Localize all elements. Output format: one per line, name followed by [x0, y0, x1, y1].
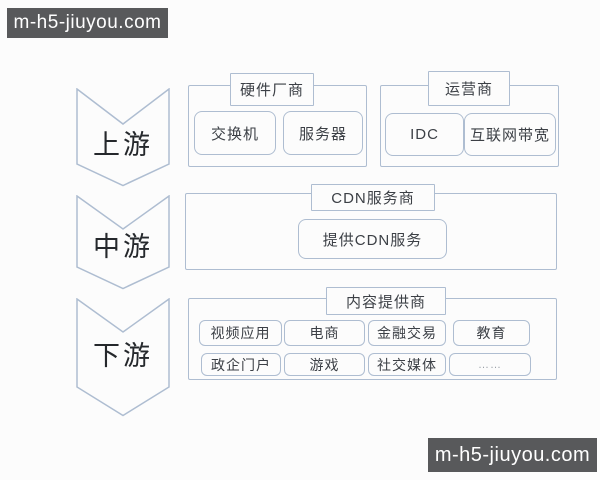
group-hardware-vendors-title: 硬件厂商 [230, 73, 314, 106]
group-carriers: 运营商 IDC 互联网带宽 [380, 71, 559, 167]
stage-downstream: 下游 [76, 298, 170, 417]
item-cdn-service: 提供CDN服务 [298, 219, 447, 259]
stage-midstream: 中游 [76, 195, 170, 290]
stage-midstream-label: 中游 [93, 232, 153, 262]
group-cdn-providers-title: CDN服务商 [311, 184, 435, 211]
group-carriers-title: 运营商 [428, 71, 510, 106]
group-hardware-vendors: 硬件厂商 交换机 服务器 [188, 73, 367, 167]
item-ellipsis: …… [449, 353, 531, 376]
item-internet-bandwidth: 互联网带宽 [464, 113, 556, 156]
chevron-down-shape [76, 195, 170, 290]
item-social-media: 社交媒体 [368, 353, 446, 376]
item-server: 服务器 [283, 111, 363, 155]
item-switch: 交换机 [194, 111, 276, 155]
group-cdn-providers: CDN服务商 提供CDN服务 [185, 184, 557, 270]
stage-upstream-label: 上游 [93, 130, 153, 160]
stage-upstream: 上游 [76, 88, 170, 187]
watermark-top-left: m-h5-jiuyou.com [7, 8, 168, 38]
item-video-apps: 视频应用 [199, 320, 282, 346]
item-idc: IDC [385, 113, 464, 156]
item-education: 教育 [453, 320, 530, 346]
item-gaming: 游戏 [284, 353, 365, 376]
stage-downstream-label: 下游 [93, 341, 153, 371]
item-ecommerce: 电商 [284, 320, 365, 346]
group-content-providers: 内容提供商 视频应用 电商 金融交易 教育 政企门户 游戏 社交媒体 …… [188, 287, 557, 380]
item-gov-enterprise-portal: 政企门户 [201, 353, 281, 376]
chevron-down-shape [76, 88, 170, 187]
item-financial-trading: 金融交易 [368, 320, 446, 346]
chevron-down-shape [76, 298, 170, 417]
watermark-bottom-right: m-h5-jiuyou.com [428, 438, 597, 472]
group-content-providers-title: 内容提供商 [326, 287, 446, 315]
